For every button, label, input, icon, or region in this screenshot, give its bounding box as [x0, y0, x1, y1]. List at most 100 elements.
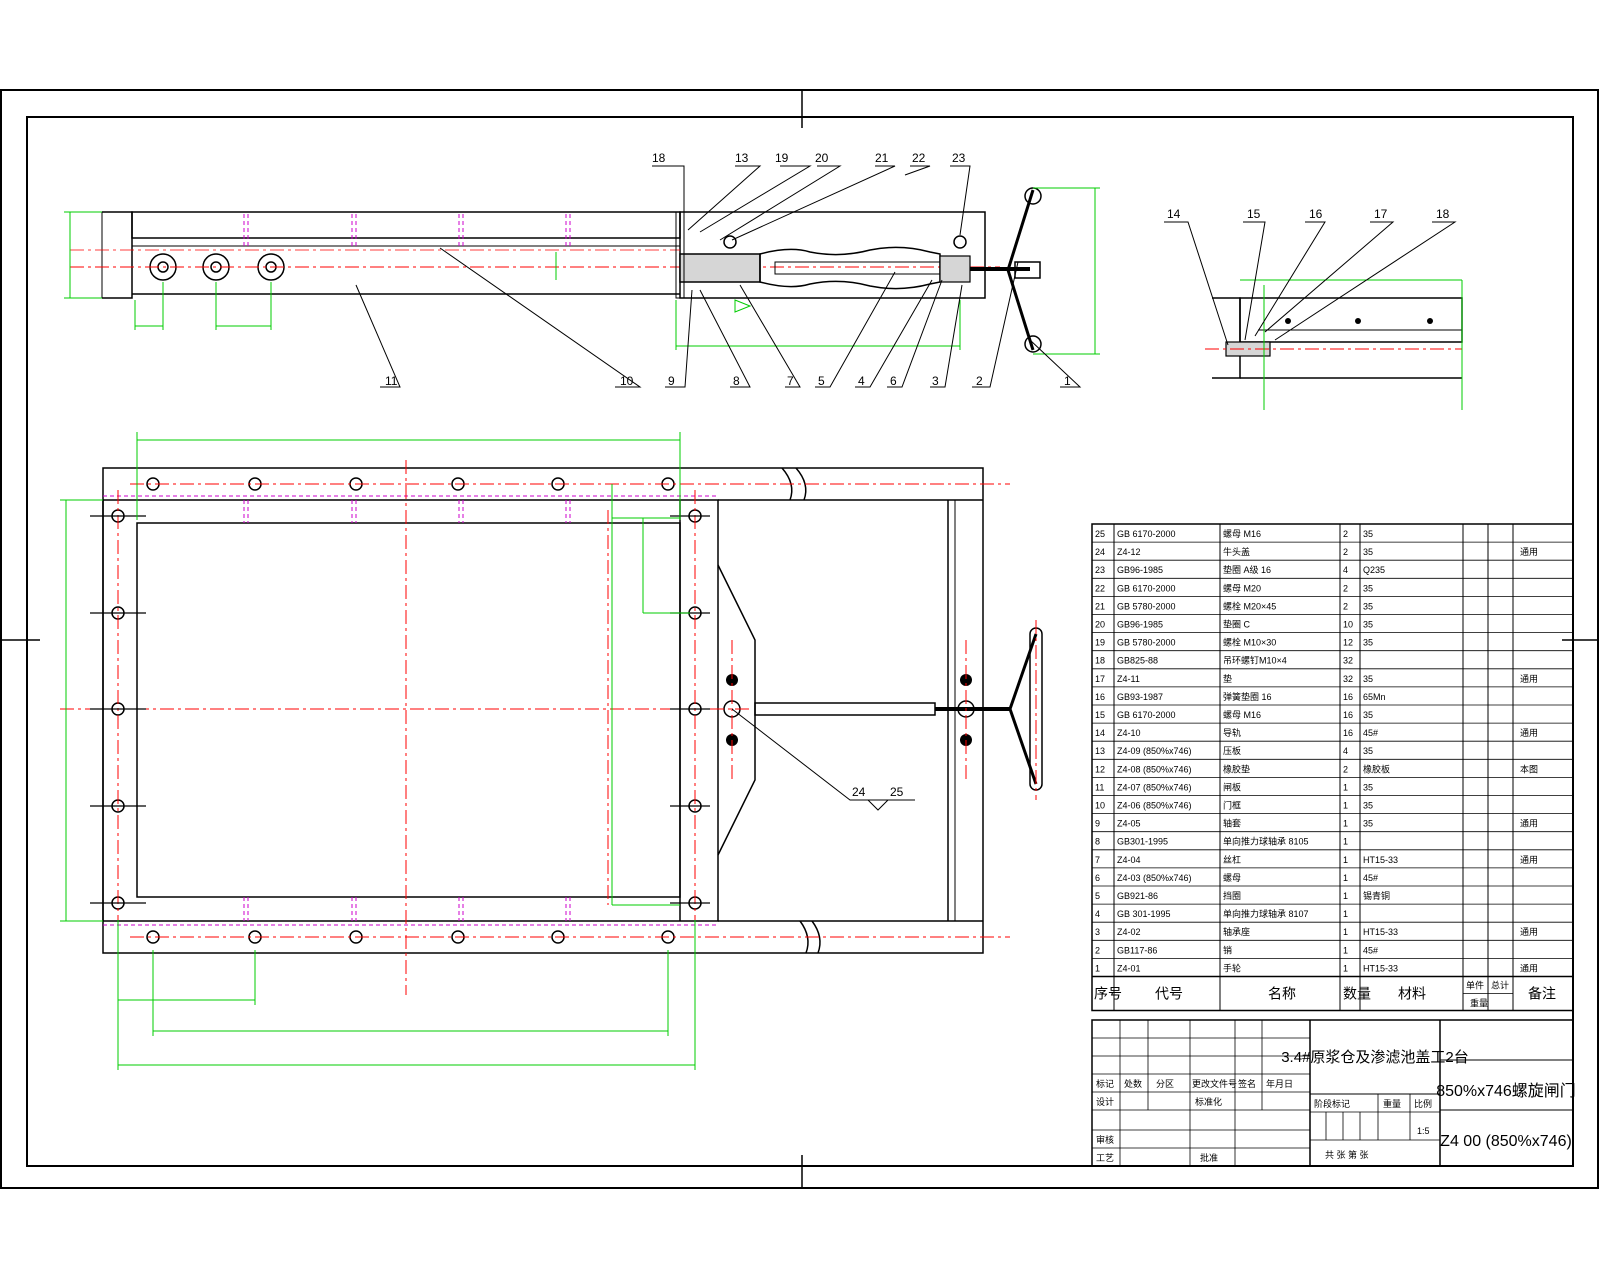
bom-cell: 螺母 M20: [1223, 583, 1261, 593]
callout-3: 3: [932, 374, 939, 388]
bom-cell: 16: [1343, 692, 1353, 702]
label-stage: 阶段标记: [1314, 1098, 1350, 1109]
bom-cell: 手轮: [1223, 962, 1241, 973]
bom-cell: 20: [1095, 620, 1105, 630]
bom-cell: 闸板: [1223, 781, 1241, 792]
callouts-bottom: 11 10 9 8 7 5 4 6 3 2 1: [385, 374, 1071, 388]
bom-remark: 通用: [1520, 674, 1538, 684]
bom-cell: 45#: [1363, 945, 1378, 955]
bom-cell: 橡胶板: [1363, 763, 1390, 774]
callout-9: 9: [668, 374, 675, 388]
bom-cell: Z4-12: [1117, 547, 1141, 557]
bom-cell: Z4-05: [1117, 819, 1141, 829]
bom-cell: Z4-10: [1117, 728, 1141, 738]
bom-cell: 吊环螺钉M10×4: [1223, 656, 1287, 666]
bom-cell: 5: [1095, 891, 1100, 901]
bom-header-remark: 备注: [1528, 986, 1556, 1002]
bom-cell: GB921-86: [1117, 891, 1158, 901]
bom-cell: GB825-88: [1117, 656, 1158, 666]
callout-10: 10: [620, 374, 634, 388]
callout-19: 19: [775, 151, 789, 165]
bom-cell: 32: [1343, 674, 1353, 684]
bom-header-qty: 数量: [1343, 986, 1371, 1002]
bom-cell: 轴套: [1223, 818, 1241, 829]
callout-2: 2: [976, 374, 983, 388]
bom-remark: 通用: [1520, 855, 1538, 865]
bom-cell: GB 5780-2000: [1117, 638, 1176, 648]
bom-remark: 通用: [1520, 927, 1538, 937]
bom-cell: 19: [1095, 638, 1105, 648]
bom-cell: 2: [1343, 529, 1348, 539]
bom-header-name: 名称: [1268, 986, 1296, 1002]
bom-cell: GB93-1987: [1117, 692, 1163, 702]
bom-cell: 1: [1343, 801, 1348, 811]
bom-cell: 单向推力球轴承 8105: [1223, 836, 1309, 847]
label-weight: 重量: [1383, 1098, 1401, 1109]
bom-cell: 35: [1363, 710, 1373, 720]
bom-cell: 1: [1343, 945, 1348, 955]
bom-cell: Z4-08 (850%x746): [1117, 764, 1192, 774]
label-process: 工艺: [1096, 1153, 1114, 1163]
bom-cell: GB 6170-2000: [1117, 529, 1176, 539]
bom-cell: 弹簧垫圈 16: [1223, 691, 1272, 702]
bom-cell: 1: [1343, 873, 1348, 883]
callout-17: 17: [1374, 207, 1388, 221]
bom-header-total: 总计: [1491, 980, 1509, 991]
bom-cell: 12: [1343, 638, 1353, 648]
callout-18: 18: [1436, 207, 1450, 221]
bom-cell: GB117-86: [1117, 945, 1157, 955]
centering-marks: [1, 90, 1598, 1188]
bom-cell: 4: [1343, 565, 1348, 575]
label-date: 年月日: [1266, 1078, 1293, 1089]
bom-cell: 15: [1095, 710, 1105, 720]
bom-cell: 丝杠: [1223, 854, 1241, 865]
bom-cell: 2: [1343, 547, 1348, 557]
bom-header-material: 材料: [1398, 986, 1426, 1002]
bom-cell: GB 6170-2000: [1117, 583, 1176, 593]
bom-cell: 35: [1363, 547, 1373, 557]
bom-cell: 4: [1095, 909, 1100, 919]
bom-cell: 12: [1095, 764, 1105, 774]
bom-cell: 垫圈 C: [1223, 619, 1251, 630]
bom-remark: 通用: [1520, 728, 1538, 738]
bom-cell: 螺栓 M20×45: [1223, 600, 1276, 611]
front-section-view: [64, 187, 1100, 355]
callout-20: 20: [815, 151, 829, 165]
bom-cell: HT15-33: [1363, 963, 1398, 973]
bom-cell: 24: [1095, 547, 1105, 557]
bom-cell: 螺母 M16: [1223, 529, 1261, 539]
bom-cell: 螺母: [1223, 873, 1241, 883]
bom-cell: 压板: [1223, 745, 1241, 756]
outer-border: [0, 89, 1599, 1189]
bom-cell: 1: [1095, 963, 1100, 973]
bom-cell: Z4-07 (850%x746): [1117, 782, 1192, 792]
bom-cell: 45#: [1363, 873, 1378, 883]
bom-cell: 16: [1343, 728, 1353, 738]
bom-cell: Z4-11: [1117, 674, 1140, 684]
bom-cell: 22: [1095, 583, 1105, 593]
bom-remark: 本图: [1520, 763, 1538, 774]
bom-cell: 8: [1095, 837, 1100, 847]
bom-cell: 35: [1363, 801, 1373, 811]
leader-lines: [355, 165, 1082, 388]
callout-21: 21: [875, 151, 889, 165]
bom-cell: 13: [1095, 746, 1105, 756]
callout-5: 5: [818, 374, 825, 388]
bom-cell: 23: [1095, 565, 1105, 575]
bom-header-single: 单件: [1466, 980, 1484, 991]
bom-cell: 18: [1095, 656, 1105, 666]
bom-cell: 65Mn: [1363, 692, 1386, 702]
callout-13: 13: [735, 151, 749, 165]
bom-cell: 17: [1095, 674, 1105, 684]
bom-cell: 1: [1343, 819, 1348, 829]
bom-cell: 35: [1363, 674, 1373, 684]
bom-cell: HT15-33: [1363, 927, 1398, 937]
bom-cell: 25: [1095, 529, 1105, 539]
bom-remark: 通用: [1520, 547, 1538, 557]
bom-cell: 导轨: [1223, 727, 1241, 738]
project-title: 3.4#原浆仓及渗滤池盖工2台: [1281, 1048, 1469, 1066]
drawing-name: 850%x746螺旋闸门: [1436, 1082, 1576, 1100]
bom-cell: Z4-03 (850%x746): [1117, 873, 1192, 883]
bom-cell: 16: [1095, 692, 1105, 702]
bom-remark: 通用: [1520, 819, 1538, 829]
